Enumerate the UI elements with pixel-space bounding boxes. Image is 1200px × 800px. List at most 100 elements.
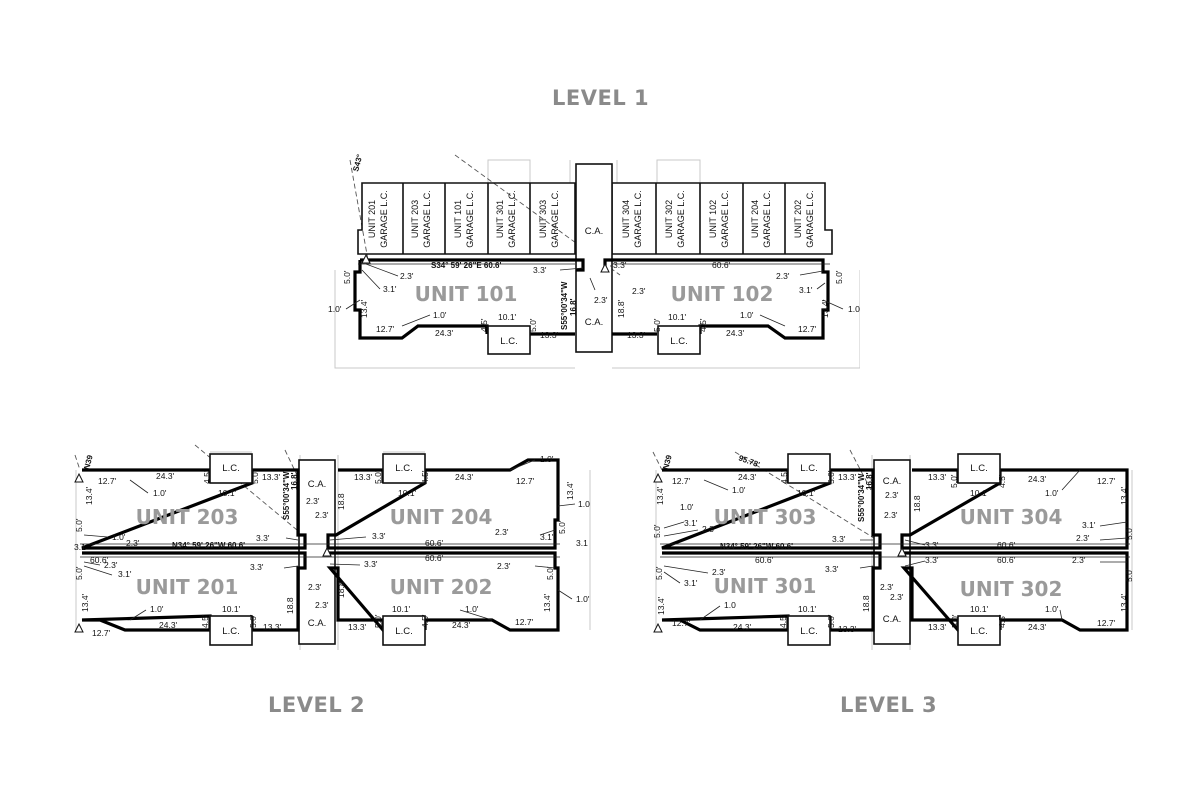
dimension-labels: 12.7' 24.3' 1.0' 10.1' 4.5' 5.0' 13.3' 1… (74, 454, 590, 638)
garage-type-label: GARAGE L.C. (676, 190, 686, 248)
garage-type-label: GARAGE L.C. (805, 190, 815, 248)
svg-text:1.0': 1.0' (1045, 604, 1059, 614)
svg-text:1.0': 1.0' (150, 604, 164, 614)
svg-text:12.7': 12.7' (672, 618, 691, 628)
control-point-marker (653, 472, 663, 483)
svg-text:24.3': 24.3' (455, 472, 474, 482)
control-point-marker (600, 262, 610, 273)
svg-text:10.1': 10.1' (797, 488, 816, 498)
svg-text:60.6': 60.6' (712, 260, 731, 270)
svg-text:12.7': 12.7' (98, 476, 117, 486)
svg-text:10.1': 10.1' (970, 488, 989, 498)
svg-text:5.0': 5.0' (826, 470, 836, 484)
svg-text:1.0': 1.0' (680, 502, 694, 512)
svg-text:4.5': 4.5' (778, 614, 788, 628)
svg-text:10.1': 10.1' (498, 312, 517, 322)
svg-text:12.7': 12.7' (1097, 476, 1116, 486)
svg-text:3.3': 3.3' (832, 534, 846, 544)
svg-text:3.1': 3.1' (684, 578, 698, 588)
bearing-text: S55°00'34"W (282, 471, 291, 520)
common-area-label: C.A. (883, 614, 901, 625)
svg-text:13.3': 13.3' (263, 622, 282, 632)
svg-text:18.8': 18.8' (616, 299, 626, 318)
ghost-outline (334, 159, 860, 369)
control-point-marker (653, 622, 663, 633)
bearing-text: N39 (661, 453, 674, 470)
svg-text:4.5': 4.5' (997, 614, 1007, 628)
bearing-text: 16.8' (865, 472, 874, 490)
lc-label: L.C. (800, 463, 817, 474)
bearing-line-corner (349, 159, 369, 261)
svg-text:2.3': 2.3' (594, 295, 608, 305)
common-area-column (575, 163, 613, 353)
svg-text:1.0': 1.0' (1045, 488, 1059, 498)
svg-text:2.3': 2.3' (400, 271, 414, 281)
bearing-text: 16.8' (290, 472, 299, 490)
bearing-text: S43° (351, 153, 364, 172)
svg-text:2.3': 2.3' (315, 600, 329, 610)
bearing-text: S55°00'34"W (857, 473, 866, 522)
svg-text:2.3': 2.3' (712, 567, 726, 577)
svg-text:18.8: 18.8 (336, 493, 346, 510)
svg-text:3.3': 3.3' (533, 265, 547, 275)
garage-type-label: GARAGE L.C. (379, 190, 389, 248)
svg-text:2.3': 2.3' (885, 490, 899, 500)
svg-text:13.4': 13.4' (542, 593, 552, 612)
garage-labels: UNIT 201 GARAGE L.C. UNIT 203 GARAGE L.C… (367, 190, 815, 248)
svg-text:3.1': 3.1' (118, 569, 132, 579)
svg-text:13.4': 13.4' (565, 481, 575, 500)
garage-unit-label: UNIT 304 (621, 200, 631, 238)
svg-text:18.8: 18.8 (285, 597, 295, 614)
svg-text:5.0': 5.0' (373, 470, 383, 484)
unit-label: UNIT 302 (960, 577, 1063, 601)
lc-label: L.C. (222, 463, 239, 474)
svg-text:13.4': 13.4' (1119, 486, 1129, 505)
svg-text:13.3': 13.3' (540, 330, 559, 340)
svg-text:5.0': 5.0' (826, 614, 836, 628)
common-area-label: C.A. (883, 476, 901, 487)
svg-text:13.3': 13.3' (928, 622, 947, 632)
svg-text:13.4': 13.4' (655, 486, 665, 505)
garage-row (357, 182, 833, 255)
lc-box (787, 453, 831, 484)
garage-unit-label: UNIT 201 (367, 200, 377, 238)
svg-text:18.8': 18.8' (336, 579, 346, 598)
svg-text:1.0': 1.0' (433, 310, 447, 320)
svg-text:10.1': 10.1' (218, 488, 237, 498)
svg-text:1.0': 1.0' (576, 594, 590, 604)
svg-text:5.0': 5.0' (250, 470, 260, 484)
dimension-labels: 12.7' 24.3' 1.0' 10.1' 4.5' 5.0' 13.3' 1… (652, 470, 1134, 634)
garage-type-label: GARAGE L.C. (422, 190, 432, 248)
unit-label: UNIT 304 (960, 505, 1063, 529)
svg-text:2.3': 2.3' (890, 592, 904, 602)
lc-box (209, 615, 253, 646)
svg-text:60.6': 60.6' (425, 553, 444, 563)
svg-text:5.0': 5.0' (1124, 568, 1134, 582)
lc-label: L.C. (222, 626, 239, 637)
lc-label: L.C. (970, 463, 987, 474)
svg-text:13.4': 13.4' (359, 299, 369, 318)
garage-unit-label: UNIT 303 (538, 200, 548, 238)
level-1-plan: UNIT 201 GARAGE L.C. UNIT 203 GARAGE L.C… (328, 153, 860, 369)
lc-label: L.C. (800, 626, 817, 637)
bearing-text: 16.8' (569, 298, 578, 316)
svg-text:24.3': 24.3' (726, 328, 745, 338)
svg-text:13.3': 13.3' (348, 622, 367, 632)
svg-text:4.5': 4.5' (698, 318, 708, 332)
svg-text:5.0': 5.0' (557, 520, 567, 534)
svg-text:4.5': 4.5' (479, 318, 489, 332)
svg-text:12.7': 12.7' (92, 628, 111, 638)
svg-text:1.0': 1.0' (112, 532, 126, 542)
svg-text:10.1': 10.1' (398, 488, 417, 498)
svg-text:5.0': 5.0' (342, 270, 352, 284)
unit-label: UNIT 201 (136, 575, 239, 599)
svg-text:3.3': 3.3' (372, 531, 386, 541)
unit-label: UNIT 101 (415, 282, 518, 306)
level-1-title: LEVEL 1 (552, 86, 650, 110)
lc-box (209, 453, 253, 484)
svg-text:2.3': 2.3' (495, 527, 509, 537)
svg-text:60.6': 60.6' (425, 538, 444, 548)
svg-text:60.6': 60.6' (997, 555, 1016, 565)
garage-type-label: GARAGE L.C. (720, 190, 730, 248)
svg-text:5.0': 5.0' (248, 614, 258, 628)
